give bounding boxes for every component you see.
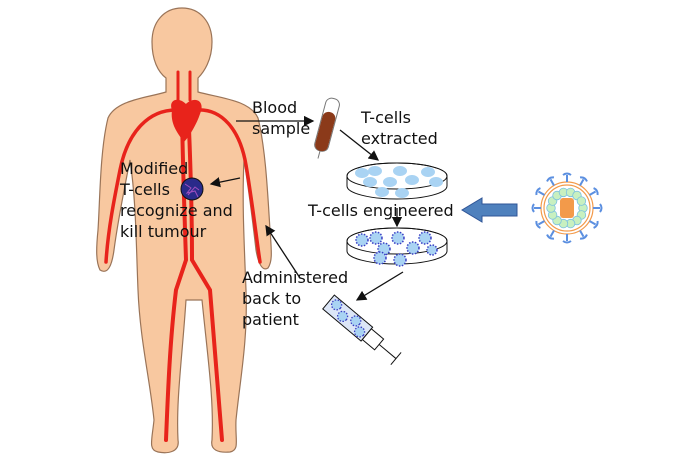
label-tcells-engineered: T-cells engineered bbox=[308, 201, 454, 220]
tumour bbox=[180, 177, 204, 201]
envelope-spike bbox=[546, 176, 555, 186]
envelope-spike bbox=[535, 220, 545, 229]
label-line: Modified bbox=[120, 159, 189, 178]
envelope-spike bbox=[531, 203, 541, 213]
envelope-spike bbox=[589, 187, 599, 196]
blue-arrow bbox=[461, 197, 518, 223]
label-line: sample bbox=[252, 119, 311, 138]
envelope-spike bbox=[562, 234, 572, 244]
label-blood-sample: Blood sample bbox=[252, 97, 310, 139]
envelope-spike bbox=[535, 187, 545, 196]
label-administered: Administered back to patient bbox=[242, 267, 348, 330]
viral-vector bbox=[531, 172, 603, 244]
label-line: back to bbox=[242, 289, 302, 308]
petri-dish-engineered bbox=[346, 227, 448, 267]
label-line: Administered bbox=[242, 268, 349, 287]
envelope-spike bbox=[546, 230, 555, 240]
syringe bbox=[322, 294, 402, 366]
envelope-spike bbox=[562, 172, 572, 182]
label-line: T-cells bbox=[120, 180, 170, 199]
envelope-spike bbox=[579, 230, 588, 240]
label-line: recognize and bbox=[120, 201, 233, 220]
capsid-subunit bbox=[576, 196, 587, 206]
envelope-spike bbox=[579, 176, 588, 186]
label-modified-tcells: Modified T-cells recognize and kill tumo… bbox=[120, 158, 233, 242]
label-line: T-cells bbox=[361, 108, 411, 127]
label-line: patient bbox=[242, 310, 299, 329]
label-line: kill tumour bbox=[120, 222, 207, 241]
label-line: Blood bbox=[252, 98, 298, 117]
blood-tube bbox=[314, 97, 340, 159]
label-line: extracted bbox=[361, 129, 438, 148]
heart bbox=[171, 99, 202, 142]
label-tcells-extracted: T-cells extracted bbox=[361, 107, 438, 149]
envelope-spike bbox=[593, 203, 603, 213]
petri-dish-tcells bbox=[346, 162, 448, 200]
blood-vessels bbox=[104, 70, 262, 442]
flow-arrows bbox=[209, 115, 404, 301]
envelope-spike bbox=[589, 220, 599, 229]
